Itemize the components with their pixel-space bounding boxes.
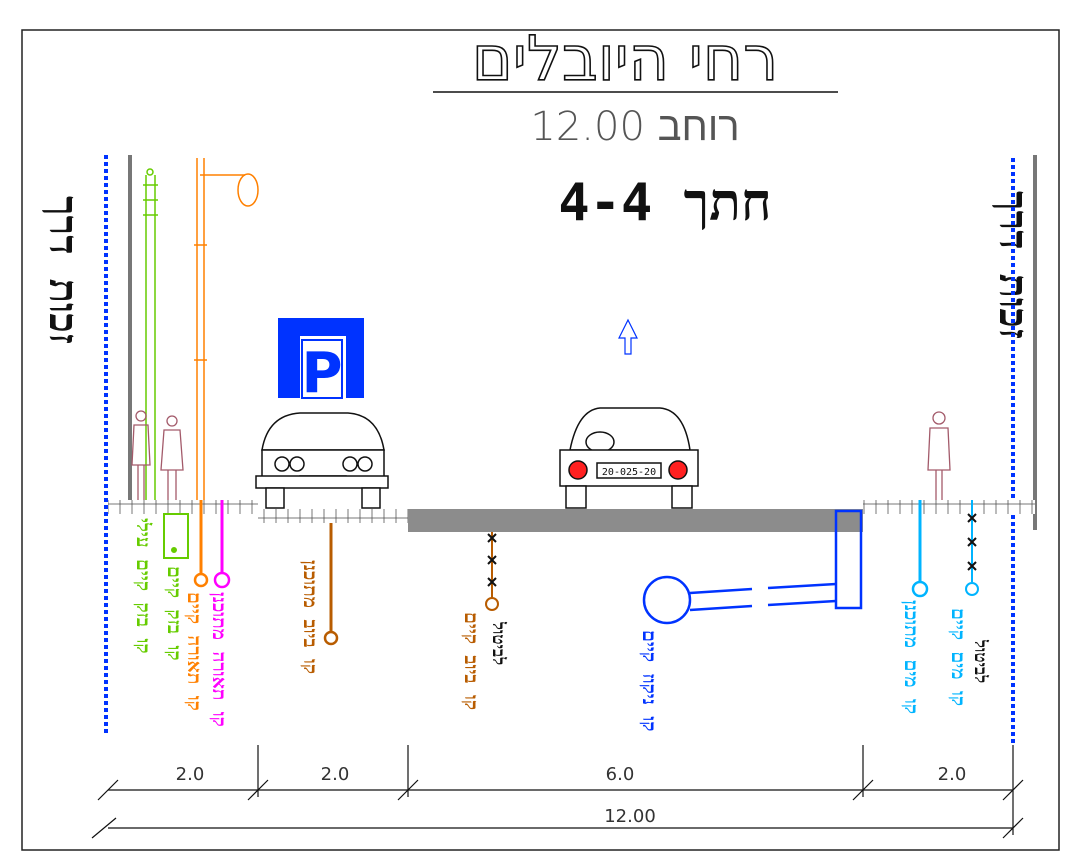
sewer-existing-pipe-icon bbox=[485, 597, 499, 611]
sewer-planned-pipe-icon bbox=[323, 630, 339, 646]
label-lighting-planned: קו תאורה מתוכנן bbox=[208, 592, 230, 727]
dim-total: 12.00 bbox=[604, 806, 656, 827]
roadway bbox=[408, 509, 863, 532]
dim-parking: 2.0 bbox=[321, 764, 350, 785]
label-water-cancel: לביטול bbox=[970, 639, 990, 683]
left-sidewalk bbox=[108, 500, 258, 514]
telecom-pole bbox=[143, 168, 158, 500]
lighting-planned-pipe-icon bbox=[213, 571, 231, 589]
section-label: חתך 4-4 bbox=[558, 173, 771, 233]
light-pole bbox=[194, 158, 259, 500]
telecom-conduit bbox=[163, 513, 189, 559]
dimension-lines bbox=[91, 745, 1024, 839]
label-sewer-cancel: לביטול bbox=[488, 621, 508, 665]
street-title: רחי היובלים bbox=[472, 22, 778, 95]
pedestrian-figure-right bbox=[927, 411, 951, 500]
lighting-existing-pipe-icon bbox=[193, 572, 209, 588]
label-water-planned: קו מים מתוכנן bbox=[900, 600, 922, 714]
parked-car-icon bbox=[255, 412, 389, 509]
label-water-existing: קו מים קיים bbox=[947, 608, 969, 706]
moving-car-icon: 20-025-20 bbox=[559, 407, 699, 509]
label-telecom-existing: קו בזק קיים bbox=[163, 566, 185, 661]
svg-text:20-025-20: 20-025-20 bbox=[602, 467, 656, 478]
svg-text:P: P bbox=[301, 341, 342, 406]
direction-arrow-icon bbox=[618, 318, 638, 355]
dim-left-sidewalk: 2.0 bbox=[176, 764, 205, 785]
label-sewer-planned: קו ביוב מתוכנן bbox=[299, 560, 321, 674]
width-subtitle: רוחב 12.00 bbox=[530, 104, 739, 150]
pedestrian-figures-left bbox=[131, 410, 184, 500]
sewer-cancel-marks bbox=[487, 533, 497, 587]
label-lighting-existing: קו תאורה קיים bbox=[183, 592, 205, 711]
water-planned-pipe-icon bbox=[911, 580, 929, 598]
water-cancel-marks bbox=[967, 513, 977, 571]
row-label-left: זכות דרך bbox=[40, 196, 86, 344]
label-drainage-existing: קו ניקוז קיים bbox=[638, 630, 660, 731]
right-sidewalk bbox=[863, 500, 1035, 514]
water-existing-pipe-icon bbox=[965, 582, 979, 596]
label-sewer-existing: קו ביוב קיים bbox=[460, 612, 482, 710]
dim-roadway: 6.0 bbox=[606, 764, 635, 785]
parking-sign-icon: P bbox=[278, 318, 364, 406]
parking-lane bbox=[258, 509, 408, 523]
label-telecom-overhead: קו בזק קיים עילי bbox=[132, 518, 154, 654]
drawing-frame bbox=[21, 29, 1060, 851]
dim-right-sidewalk: 2.0 bbox=[938, 764, 967, 785]
drainage-structure bbox=[642, 509, 863, 625]
